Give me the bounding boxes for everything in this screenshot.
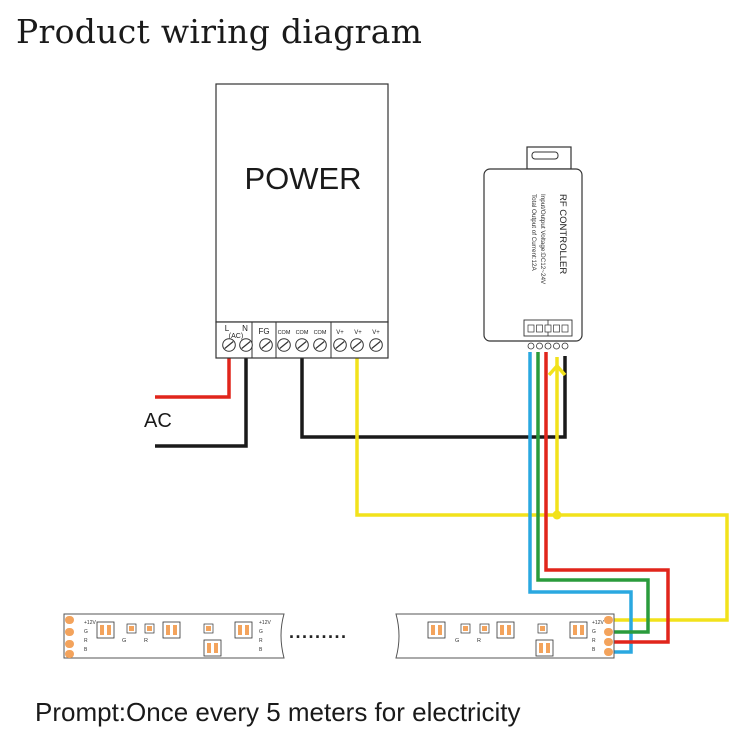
terminal-screw-icon xyxy=(369,338,383,352)
ac-label: AC xyxy=(144,410,172,432)
terminal-screw-icon xyxy=(295,338,309,352)
terminal-screw-icon xyxy=(222,338,236,352)
strip-pad-label: R xyxy=(592,638,596,644)
strip-pad-label: G xyxy=(592,629,596,635)
led-chip-icon xyxy=(427,621,446,639)
strip-pad-label: +12V xyxy=(84,620,96,626)
controller-port-icon xyxy=(527,324,535,333)
terminal-ac-label: (AC) xyxy=(229,333,243,340)
terminal-com1-label: COM xyxy=(278,330,291,336)
controller-port-screw-icon xyxy=(527,342,535,350)
terminal-com2-label: COM xyxy=(296,330,309,336)
strip-pad-label: R xyxy=(84,638,88,644)
terminal-fg-label: FG xyxy=(258,327,269,336)
controller-body xyxy=(483,168,583,342)
wires xyxy=(155,345,729,654)
prompt-note: Prompt:Once every 5 meters for electrici… xyxy=(35,697,521,727)
led-chip-icon xyxy=(535,639,554,657)
positive-yellow-wire xyxy=(355,345,729,622)
controller-spec-current: Total Output of Current:12A xyxy=(530,194,537,271)
led-resistor-icon xyxy=(203,623,214,634)
strip-pad-label: B xyxy=(259,647,263,653)
com-black-wire xyxy=(300,345,567,439)
led-chip-icon xyxy=(496,621,515,639)
led-chip-icon xyxy=(234,621,253,639)
led-resistor-icon xyxy=(126,623,137,634)
yellow-junction xyxy=(552,510,562,520)
led-resistor-icon xyxy=(537,623,548,634)
strip-solder-pads xyxy=(604,616,613,656)
ac-red-wire xyxy=(155,345,231,399)
terminal-screw-icon xyxy=(333,338,347,352)
terminal-screws xyxy=(222,338,383,352)
chip-letter-label: G xyxy=(455,638,459,644)
led-chip-icon xyxy=(203,639,222,657)
controller-spec-voltage: Input/Output Voltage:DC12~24V xyxy=(539,194,546,285)
strip-pad-label: B xyxy=(592,647,596,653)
terminal-v3-label: V+ xyxy=(372,330,380,336)
strip-pad-label: R xyxy=(259,638,263,644)
led-resistor-icon xyxy=(479,623,490,634)
controller-port-screw-icon xyxy=(561,342,569,350)
strip-ellipsis: ......... xyxy=(289,622,348,642)
controller-port-screw-icon xyxy=(553,342,560,350)
controller-port-icon xyxy=(553,324,560,333)
chip-letter-label: R xyxy=(477,638,481,644)
strip-pad-label: B xyxy=(84,647,88,653)
terminal-screw-icon xyxy=(239,338,253,352)
terminal-screw-icon xyxy=(350,338,364,352)
terminal-l-label: L xyxy=(225,324,230,333)
strip-pad-label: G xyxy=(84,629,88,635)
controller-port-icon xyxy=(544,324,552,333)
terminal-screw-icon xyxy=(313,338,327,352)
diagram-title: Product wiring diagram xyxy=(16,12,423,51)
power-supply: POWER L N (AC) FG COM COM COM V+ V+ V+ xyxy=(215,83,389,359)
led-chip-icon xyxy=(162,621,181,639)
terminal-screw-icon xyxy=(259,338,273,352)
terminal-com3-label: COM xyxy=(314,330,327,336)
power-label: POWER xyxy=(244,161,361,196)
blue-wire xyxy=(528,352,633,654)
controller-ports xyxy=(527,324,569,350)
controller-port-screw-icon xyxy=(536,342,543,350)
controller-port-icon xyxy=(561,324,569,333)
chip-letter-label: R xyxy=(144,638,148,644)
controller-title: RF CONTROLLER xyxy=(557,194,568,274)
chip-letter-label: G xyxy=(122,638,126,644)
strip-pad-label: G xyxy=(259,629,263,635)
rf-controller: RF CONTROLLER Input/Output Voltage:DC12~… xyxy=(483,146,583,350)
terminal-v2-label: V+ xyxy=(354,330,362,336)
led-chip-icon xyxy=(569,621,588,639)
ac-black-wire xyxy=(155,345,248,448)
terminal-v1-label: V+ xyxy=(336,330,344,336)
green-wire xyxy=(536,352,650,634)
strip-pad-label: +12V xyxy=(259,620,271,626)
led-resistor-icon xyxy=(460,623,471,634)
controller-port-screw-icon xyxy=(544,342,552,350)
terminal-screw-icon xyxy=(277,338,291,352)
led-chip-icon xyxy=(96,621,115,639)
terminal-n-label: N xyxy=(242,324,248,333)
red-wire xyxy=(544,352,670,644)
controller-port-icon xyxy=(536,324,543,333)
led-resistor-icon xyxy=(144,623,155,634)
controller-yellow-tab xyxy=(547,363,567,377)
strip-pad-label: +12V xyxy=(592,620,604,626)
strip-solder-pads xyxy=(65,616,74,658)
